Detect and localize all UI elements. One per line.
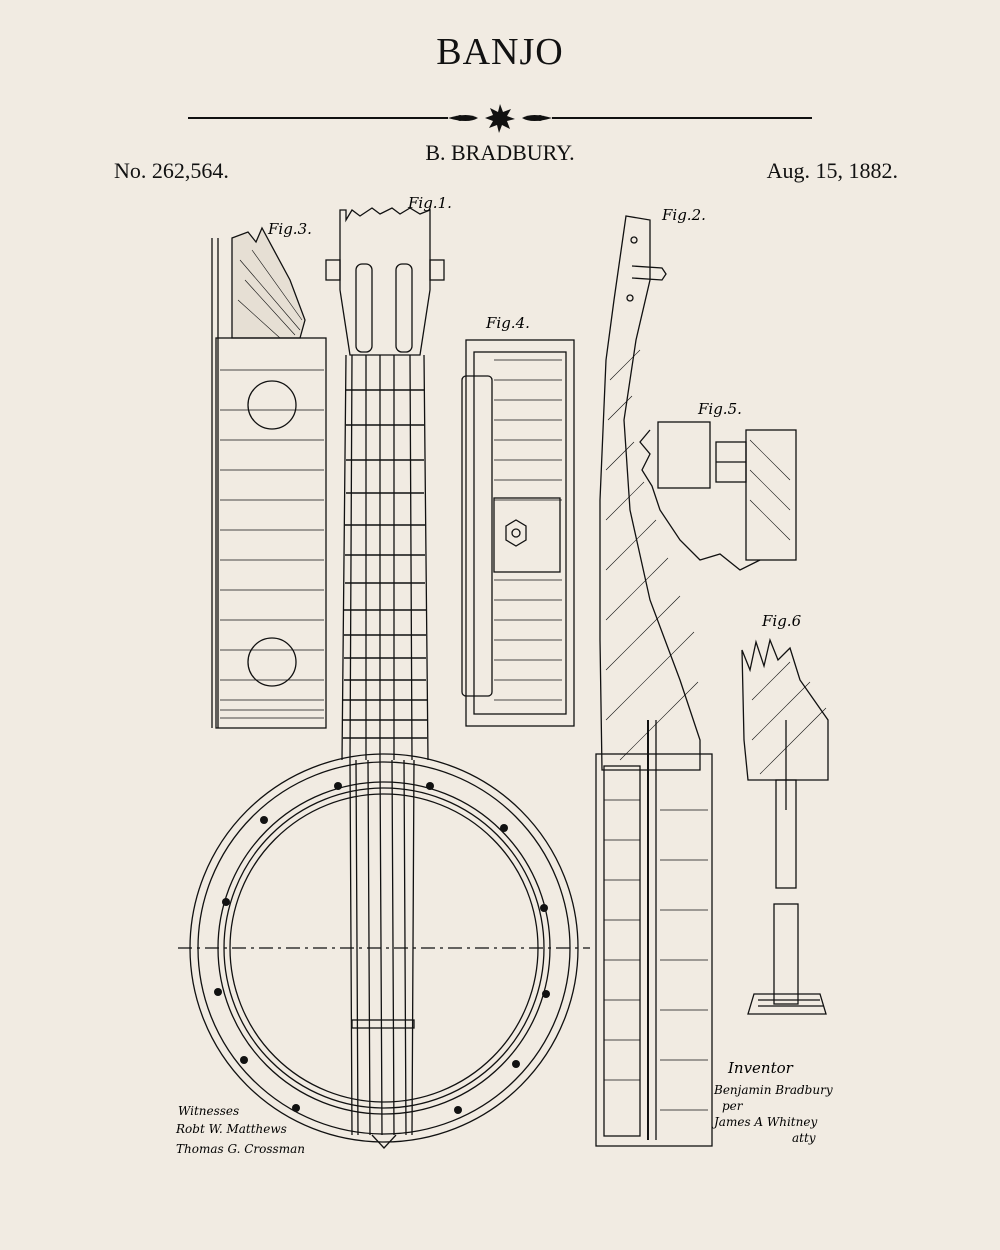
inventor-signature: Benjamin Bradbury [713, 1083, 833, 1097]
fig5-drawing [639, 421, 797, 571]
patent-title: BANJO [436, 31, 564, 73]
fig3-drawing [211, 226, 327, 729]
patent-number: No. 262,564. [114, 158, 229, 183]
fig6-drawing [741, 637, 829, 1015]
patent-drawing [178, 207, 829, 1149]
fig4-drawing [461, 339, 575, 727]
inventor-name: B. BRADBURY. [425, 140, 575, 165]
fig5-label: Fig.5. [697, 400, 742, 418]
fig4-label: Fig.4. [485, 314, 530, 332]
figure-labels-layer: Fig.1. Fig.2. Fig.3. Fig.4. Fig.5. Fig.6… [175, 194, 833, 1156]
fig2-label: Fig.2. [661, 206, 706, 224]
witness-2: Thomas G. Crossman [176, 1142, 305, 1156]
fig2-drawing [595, 215, 713, 1147]
attorney-abbrev: atty [792, 1131, 816, 1145]
witnesses-heading: Witnesses [178, 1104, 239, 1118]
attorney-signature: James A Whitney [711, 1115, 817, 1129]
fig1-drawing [178, 207, 590, 1149]
inventor-heading: Inventor [727, 1059, 794, 1077]
fig1-label: Fig.1. [407, 194, 452, 212]
inventor-per: per [722, 1099, 744, 1113]
fig3-label: Fig.3. [267, 220, 312, 238]
ornamental-divider [188, 104, 812, 133]
witness-1: Robt W. Matthews [175, 1122, 287, 1136]
patent-date: Aug. 15, 1882. [766, 158, 898, 183]
fig6-label: Fig.6 [761, 612, 802, 630]
star-ornament-icon [485, 104, 515, 133]
